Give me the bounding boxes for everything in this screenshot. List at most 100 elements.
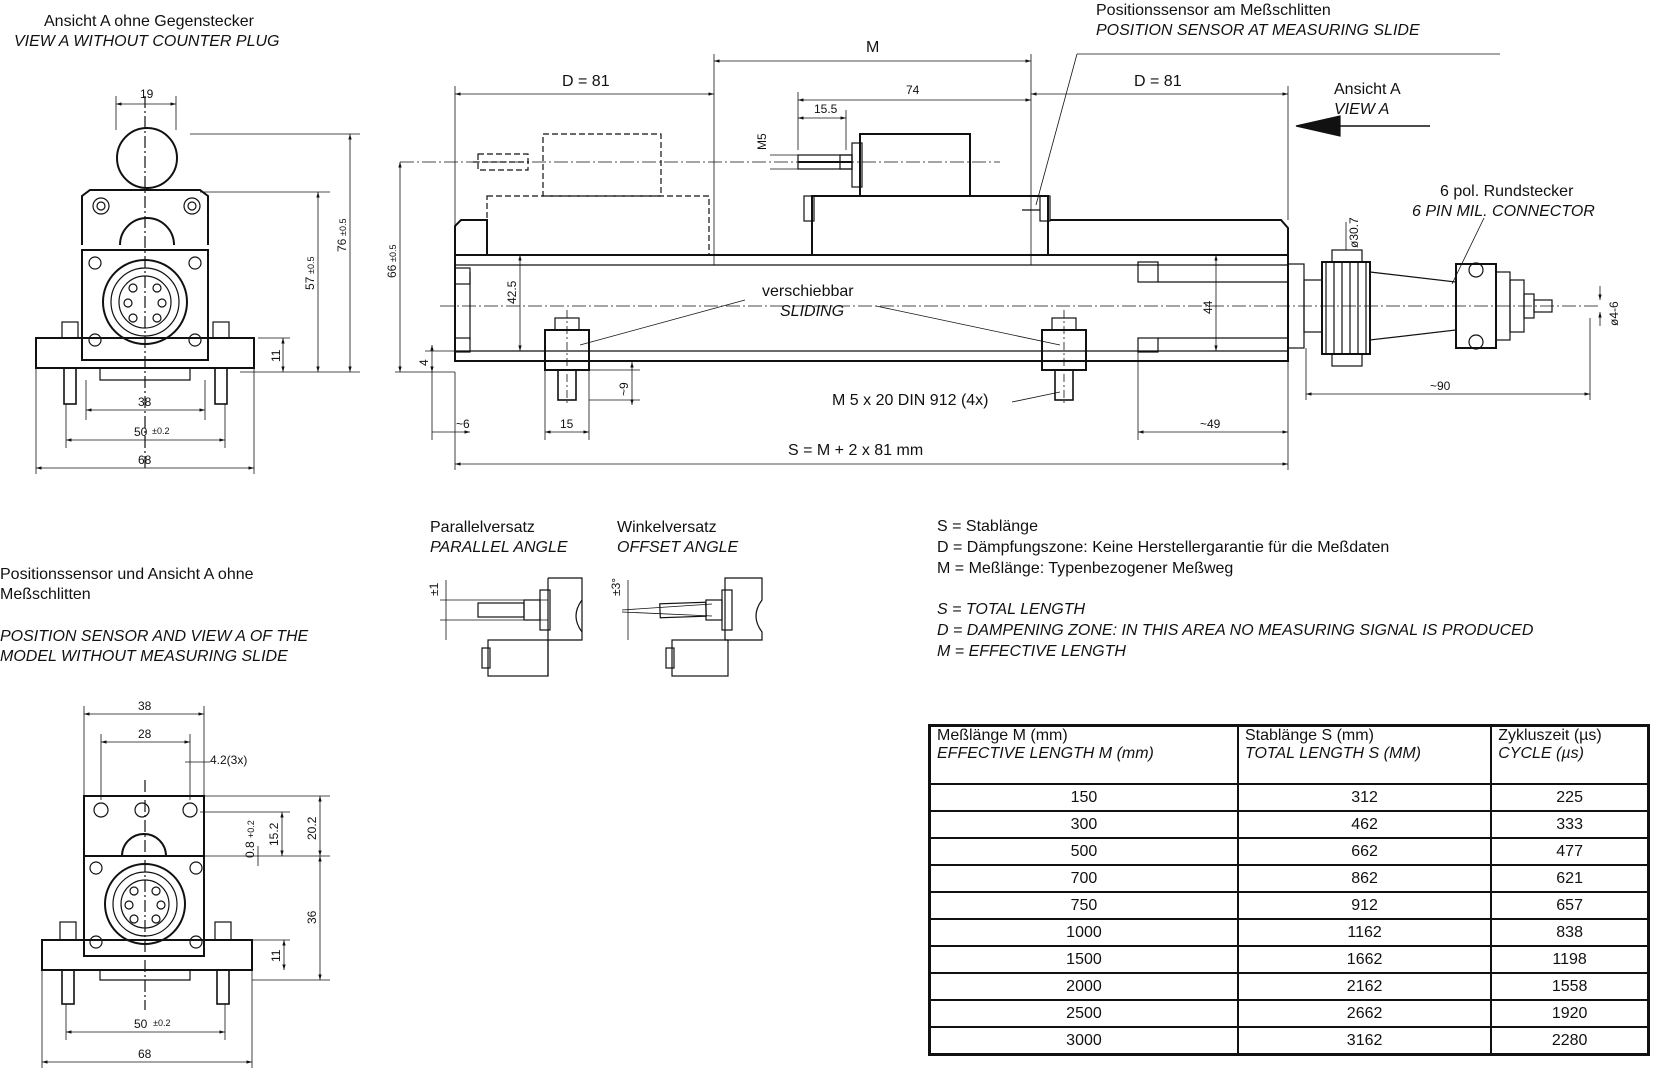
table-header-row: Meßlänge M (mm)EFFECTIVE LENGTH M (mm) S… [928,724,1650,785]
sensor-view-title-en-1: POSITION SENSOR AND VIEW A OF THE [0,628,309,645]
dim-15: 15 [560,417,574,431]
parallel-tol: ±1 [427,582,441,596]
sensor-slide-label-de: Positionssensor am Meßschlitten [1096,2,1331,19]
angle-offset-label-en: OFFSET ANGLE [617,539,739,556]
view-a-title-en: VIEW A WITHOUT COUNTER PLUG [14,33,280,50]
table-cell: 477 [1490,837,1650,866]
table-cell: 750 [928,891,1239,920]
table-cell: 662 [1236,837,1493,866]
va-dim-68: 68 [138,453,152,467]
dim-m: M [866,39,879,56]
table-cell: 3162 [1236,1026,1493,1056]
dim-4: 4 [417,359,431,366]
table-cell: 312 [1236,783,1493,812]
table-cell: 2500 [928,999,1239,1028]
table-cell: 1500 [928,945,1239,974]
va-dim-57: 57 [303,276,317,290]
va-dim-19: 19 [140,87,154,101]
sv-dim-38: 38 [138,699,152,713]
view-a-arrow-label-en: VIEW A [1334,101,1390,118]
legend-de-3: M = Meßlänge: Typenbezogener Meßweg [937,560,1234,577]
screw-label: M 5 x 20 DIN 912 (4x) [832,392,989,409]
total-length-formula: S = M + 2 x 81 mm [788,442,924,459]
va-dim-50-tol: ±0.2 [152,426,169,436]
table-cell: 700 [928,864,1239,893]
legend-en-1: S = TOTAL LENGTH [937,601,1086,618]
connector-label-de: 6 pol. Rundstecker [1440,183,1574,200]
sv-dim-holes: 4.2(3x) [210,753,247,767]
connector-label-en: 6 PIN MIL. CONNECTOR [1412,203,1595,220]
sv-dim-36: 36 [305,910,319,924]
main-side-view-drawing [395,53,1602,470]
table-cell: 862 [1236,864,1493,893]
view-a-drawing [35,96,360,474]
table-cell: 912 [1236,891,1493,920]
sv-dim-0-8-tol: +0.2 [246,820,256,838]
sensor-view-title-de-1: Positionssensor und Ansicht A ohne [0,566,254,583]
dim-d-right: D = 81 [1134,73,1182,90]
dim-m5: M5 [755,133,769,150]
sensor-slide-label-en: POSITION SENSOR AT MEASURING SLIDE [1096,22,1420,39]
sv-dim-50: 50 [134,1017,148,1031]
dim-44: 44 [1201,300,1215,314]
table-cell: 1000 [928,918,1239,947]
sv-dim-50-tol: ±0.2 [153,1018,170,1028]
dim-49: ~49 [1200,417,1221,431]
dim-d-left: D = 81 [562,73,610,90]
dim-66-tol: ±0.5 [388,245,398,262]
va-dim-50: 50 [134,425,148,439]
legend-de-1: S = Stablänge [937,518,1038,535]
legend-en-2: D = DAMPENING ZONE: IN THIS AREA NO MEAS… [937,622,1534,639]
legend-de-2: D = Dämpfungszone: Keine Herstellergaran… [937,539,1390,556]
table-cell: 3000 [928,1026,1239,1056]
dim-74: 74 [906,83,920,97]
table-header: Meßlänge M (mm)EFFECTIVE LENGTH M (mm) [928,724,1239,785]
sensor-view-title-en-2: MODEL WITHOUT MEASURING SLIDE [0,648,288,665]
table-cell: 2162 [1236,972,1493,1001]
dim-90: ~90 [1430,379,1451,393]
parallel-offset-drawing [440,577,583,677]
sensor-view-drawing [41,706,330,1068]
table-cell: 2000 [928,972,1239,1001]
angle-tol: ±3° [609,578,623,596]
legend-en-3: M = EFFECTIVE LENGTH [937,643,1126,660]
table-cell: 838 [1490,918,1650,947]
table-cell: 1662 [1236,945,1493,974]
va-dim-57-tol: ±0.5 [306,257,316,274]
dim-9: ~9 [617,382,631,396]
dim-d30-7: ø30.7 [1347,217,1361,248]
table-cell: 1920 [1490,999,1650,1028]
angle-offset-drawing [621,577,763,677]
sv-dim-68: 68 [138,1047,152,1061]
va-dim-38: 38 [138,395,152,409]
sv-dim-28: 28 [138,727,152,741]
sensor-view-title-de-2: Meßschlitten [0,586,91,603]
dim-42-5: 42.5 [505,280,519,304]
table-cell: 1162 [1236,918,1493,947]
va-dim-76: 76 [335,238,349,252]
parallel-offset-label-en: PARALLEL ANGLE [430,539,568,556]
table-cell: 2662 [1236,999,1493,1028]
sv-dim-11: 11 [269,949,283,962]
table-cell: 1558 [1490,972,1650,1001]
table-cell: 621 [1490,864,1650,893]
sliding-label-de: verschiebbar [762,283,854,300]
table-cell: 462 [1236,810,1493,839]
sv-dim-0-8: 0.8 [243,841,257,858]
dim-15-5: 15.5 [814,102,838,116]
table-cell: 333 [1490,810,1650,839]
table-header: Stablänge S (mm)TOTAL LENGTH S (MM) [1236,724,1493,785]
table-header: Zykluszeit (µs)CYCLE (µs) [1490,724,1650,785]
table-cell: 225 [1490,783,1650,812]
sliding-label-en: SLIDING [780,303,845,320]
parallel-offset-label-de: Parallelversatz [430,519,535,536]
dim-66: 66 [385,264,399,278]
